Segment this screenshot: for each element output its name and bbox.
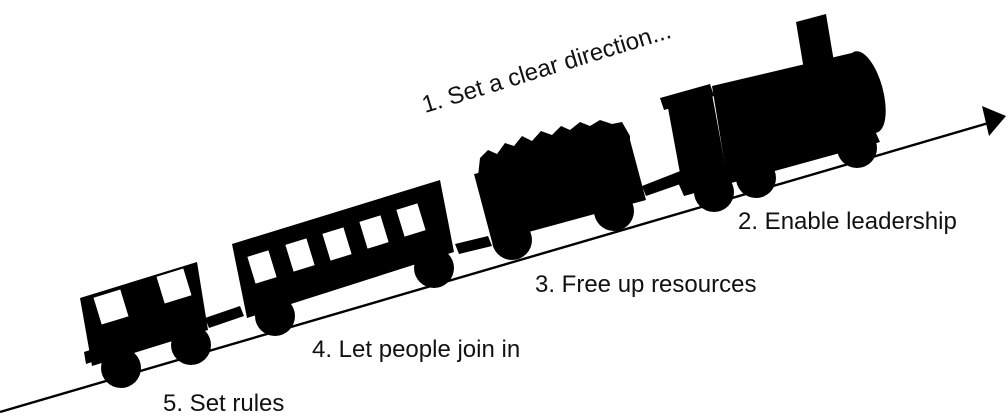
loco-chimney — [796, 14, 834, 70]
label-step-3: 3. Free up resources — [535, 271, 756, 298]
caboose-wheel-rear — [101, 348, 141, 388]
coupling-2 — [455, 236, 492, 254]
loco-wheel-1 — [694, 172, 734, 212]
label-step-4: 4. Let people join in — [312, 336, 520, 363]
arrow-head — [982, 106, 1006, 136]
label-step-5: 5. Set rules — [163, 390, 284, 416]
loco-wheel-2 — [736, 158, 776, 198]
coupling-1 — [205, 306, 244, 328]
coal-tender — [474, 120, 646, 260]
coach-wheel-rear — [255, 296, 295, 336]
locomotive — [660, 14, 893, 212]
caboose-wheel-front — [171, 325, 211, 365]
label-step-2: 2. Enable leadership — [738, 208, 957, 235]
loco-wheel-3 — [837, 128, 877, 168]
tender-wheel-front — [594, 191, 634, 231]
label-step-1: 1. Set a clear direction... — [419, 17, 674, 118]
tender-wheel-rear — [492, 220, 532, 260]
coach-wheel-front — [414, 248, 454, 288]
